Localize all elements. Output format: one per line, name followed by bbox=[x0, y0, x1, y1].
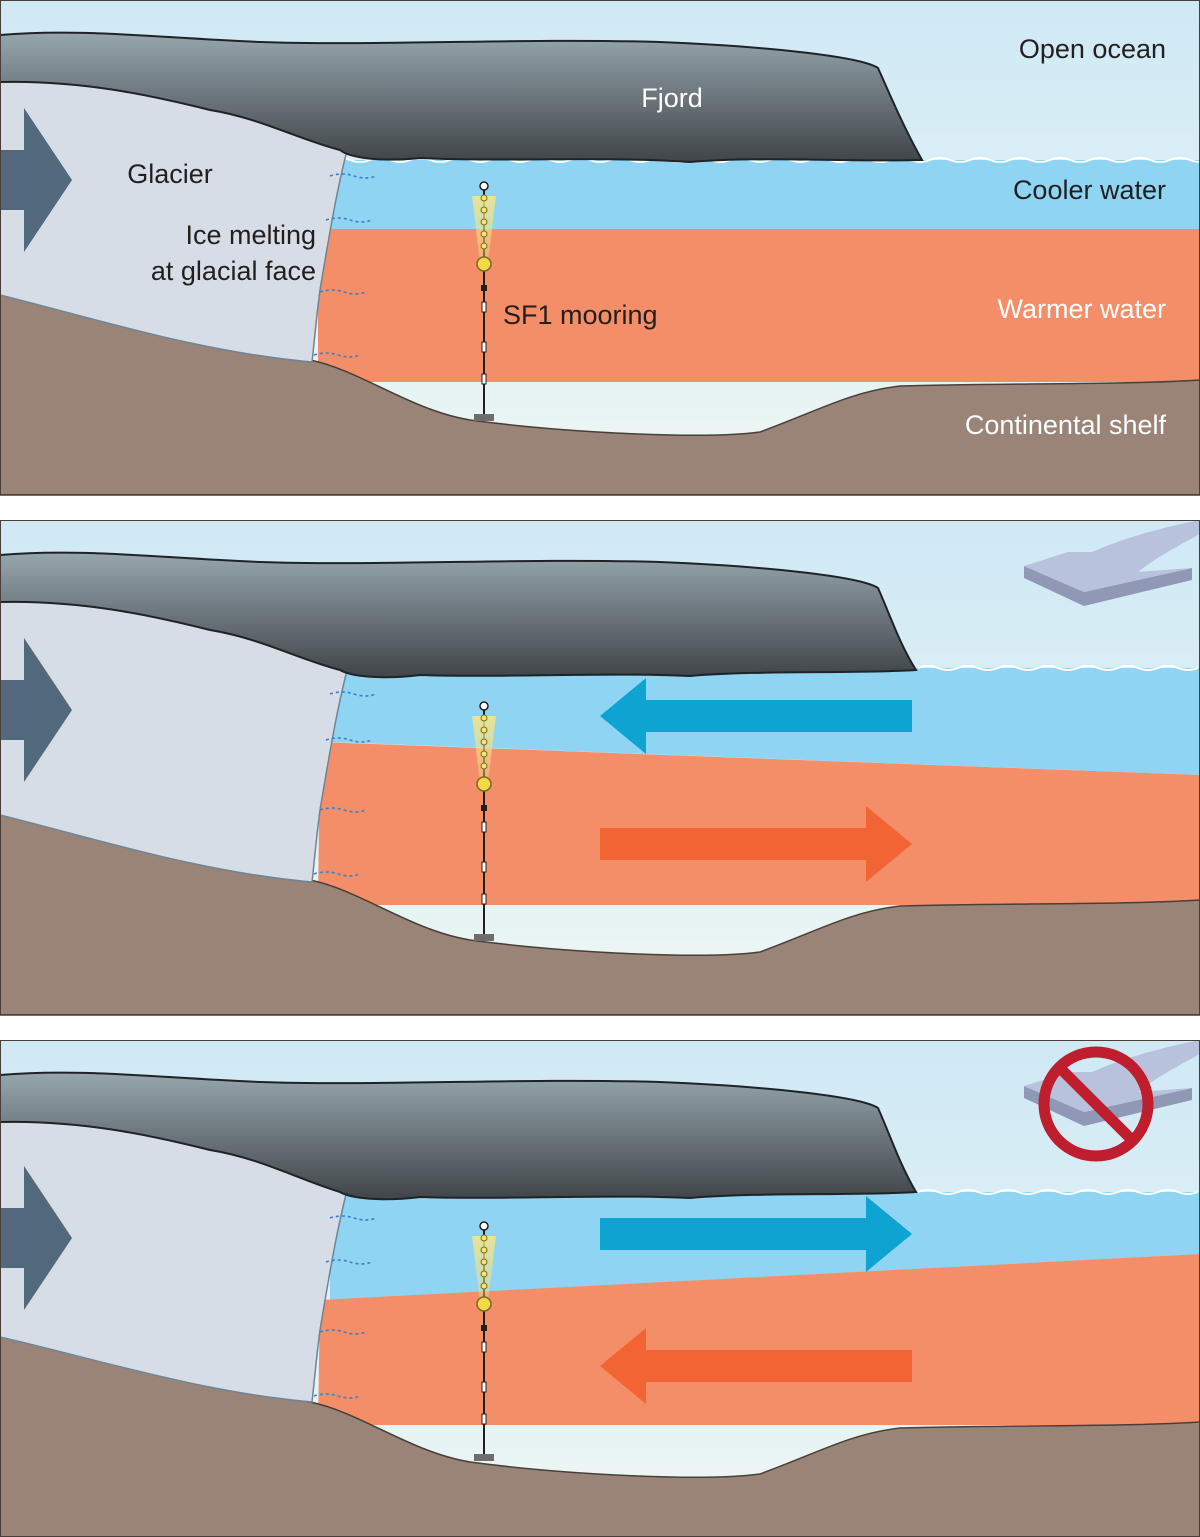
anchor bbox=[474, 1454, 494, 1461]
sensor bbox=[480, 206, 488, 214]
panel-1-baseline: Open ocean Fjord Glacier Cooler water Ic… bbox=[0, 0, 1200, 496]
sensor bbox=[480, 726, 488, 734]
glacier-flow-arrow bbox=[0, 108, 72, 252]
no-wind-circle bbox=[1038, 1046, 1154, 1162]
mooring bbox=[472, 1221, 496, 1461]
label-open-ocean: Open ocean bbox=[1019, 34, 1166, 64]
melt-arrow bbox=[319, 1329, 367, 1335]
anchor bbox=[474, 934, 494, 941]
fjord-wall bbox=[0, 551, 918, 679]
cool-water-outflow-arrow bbox=[600, 1196, 912, 1272]
label-continental-shelf: Continental shelf bbox=[965, 410, 1167, 440]
mooring bbox=[472, 701, 496, 941]
label-ice-melting-line1: Ice melting bbox=[185, 220, 316, 250]
sensor-beam bbox=[472, 716, 496, 782]
fjord-wall bbox=[0, 31, 924, 164]
wind-icon bbox=[1024, 520, 1200, 606]
sensor bbox=[480, 738, 488, 746]
melt-arrow bbox=[313, 352, 361, 358]
melt-arrow bbox=[329, 1215, 377, 1221]
warm-water-inflow-arrow bbox=[600, 1328, 912, 1404]
sensor bbox=[480, 714, 488, 722]
wind-icon-top bbox=[1024, 1040, 1200, 1112]
sensor bbox=[480, 1246, 488, 1254]
sensor-beam bbox=[472, 196, 496, 262]
instrument bbox=[481, 1325, 487, 1331]
sensor bbox=[480, 218, 488, 226]
label-ice-melting-line2: at glacial face bbox=[151, 256, 316, 286]
warmer-water-layer bbox=[318, 742, 1200, 905]
sensor bbox=[480, 1270, 488, 1278]
wind-icon bbox=[1024, 1040, 1200, 1126]
anchor bbox=[474, 414, 494, 421]
instrument bbox=[481, 861, 487, 873]
cool-water-inflow-arrow bbox=[600, 678, 912, 754]
instrument bbox=[481, 285, 487, 291]
instrument bbox=[481, 301, 487, 313]
melt-arrow bbox=[319, 807, 367, 813]
sensor bbox=[480, 750, 488, 758]
no-wind-slash bbox=[1056, 1064, 1136, 1144]
instrument bbox=[481, 1341, 487, 1353]
sensor-beam bbox=[472, 1236, 496, 1302]
melt-arrow bbox=[325, 737, 373, 743]
wind-icon-side bbox=[1024, 566, 1192, 606]
sensor bbox=[480, 1234, 488, 1242]
glacier-flow-arrow bbox=[0, 1166, 72, 1310]
melt-arrow bbox=[325, 217, 373, 223]
instrument bbox=[481, 1381, 487, 1393]
instrument bbox=[481, 373, 487, 385]
buoy bbox=[476, 1296, 492, 1312]
instrument bbox=[481, 821, 487, 833]
melt-arrow bbox=[325, 1259, 373, 1265]
panel-3-no-wind bbox=[0, 1040, 1200, 1537]
fjord-wall bbox=[0, 1071, 918, 1201]
wind-icon-top bbox=[1024, 520, 1200, 592]
mooring bbox=[472, 181, 496, 421]
warmer-water-layer bbox=[318, 1254, 1200, 1425]
melt-flow-indicators bbox=[313, 173, 377, 358]
melt-arrow bbox=[329, 173, 377, 179]
sensor bbox=[480, 242, 488, 250]
melt-arrow bbox=[329, 691, 377, 697]
buoy bbox=[476, 776, 492, 792]
sensor bbox=[479, 1221, 489, 1231]
water-surface-ripples bbox=[917, 1189, 1199, 1195]
melt-arrow bbox=[313, 871, 361, 877]
label-fjord: Fjord bbox=[641, 83, 703, 113]
warmer-water-layer bbox=[318, 229, 1200, 382]
melt-arrow bbox=[319, 289, 367, 295]
melt-arrow bbox=[313, 1393, 361, 1399]
cooler-water-layer bbox=[330, 160, 1200, 229]
no-wind-symbol-icon bbox=[1038, 1046, 1154, 1162]
instrument bbox=[481, 1413, 487, 1425]
sensor bbox=[480, 194, 488, 202]
instrument bbox=[481, 805, 487, 811]
glacier-flow-arrow bbox=[0, 638, 72, 782]
sensor bbox=[479, 181, 489, 191]
warm-water-outflow-arrow bbox=[600, 806, 912, 882]
label-warmer-water: Warmer water bbox=[997, 294, 1166, 324]
instrument bbox=[481, 893, 487, 905]
sensor bbox=[480, 1282, 488, 1290]
sensor bbox=[479, 701, 489, 711]
melt-flow-indicators bbox=[313, 1215, 377, 1399]
label-mooring: SF1 mooring bbox=[503, 300, 658, 330]
buoy bbox=[476, 256, 492, 272]
instrument bbox=[481, 341, 487, 353]
label-cooler-water: Cooler water bbox=[1013, 175, 1166, 205]
sensor bbox=[480, 230, 488, 238]
sensor bbox=[480, 1258, 488, 1266]
melt-flow-indicators bbox=[313, 691, 377, 877]
sensor bbox=[480, 762, 488, 770]
wind-icon-side bbox=[1024, 1086, 1192, 1126]
water-surface-ripples bbox=[917, 665, 1199, 671]
panel-2-wind bbox=[0, 520, 1200, 1016]
label-glacier: Glacier bbox=[127, 159, 213, 189]
